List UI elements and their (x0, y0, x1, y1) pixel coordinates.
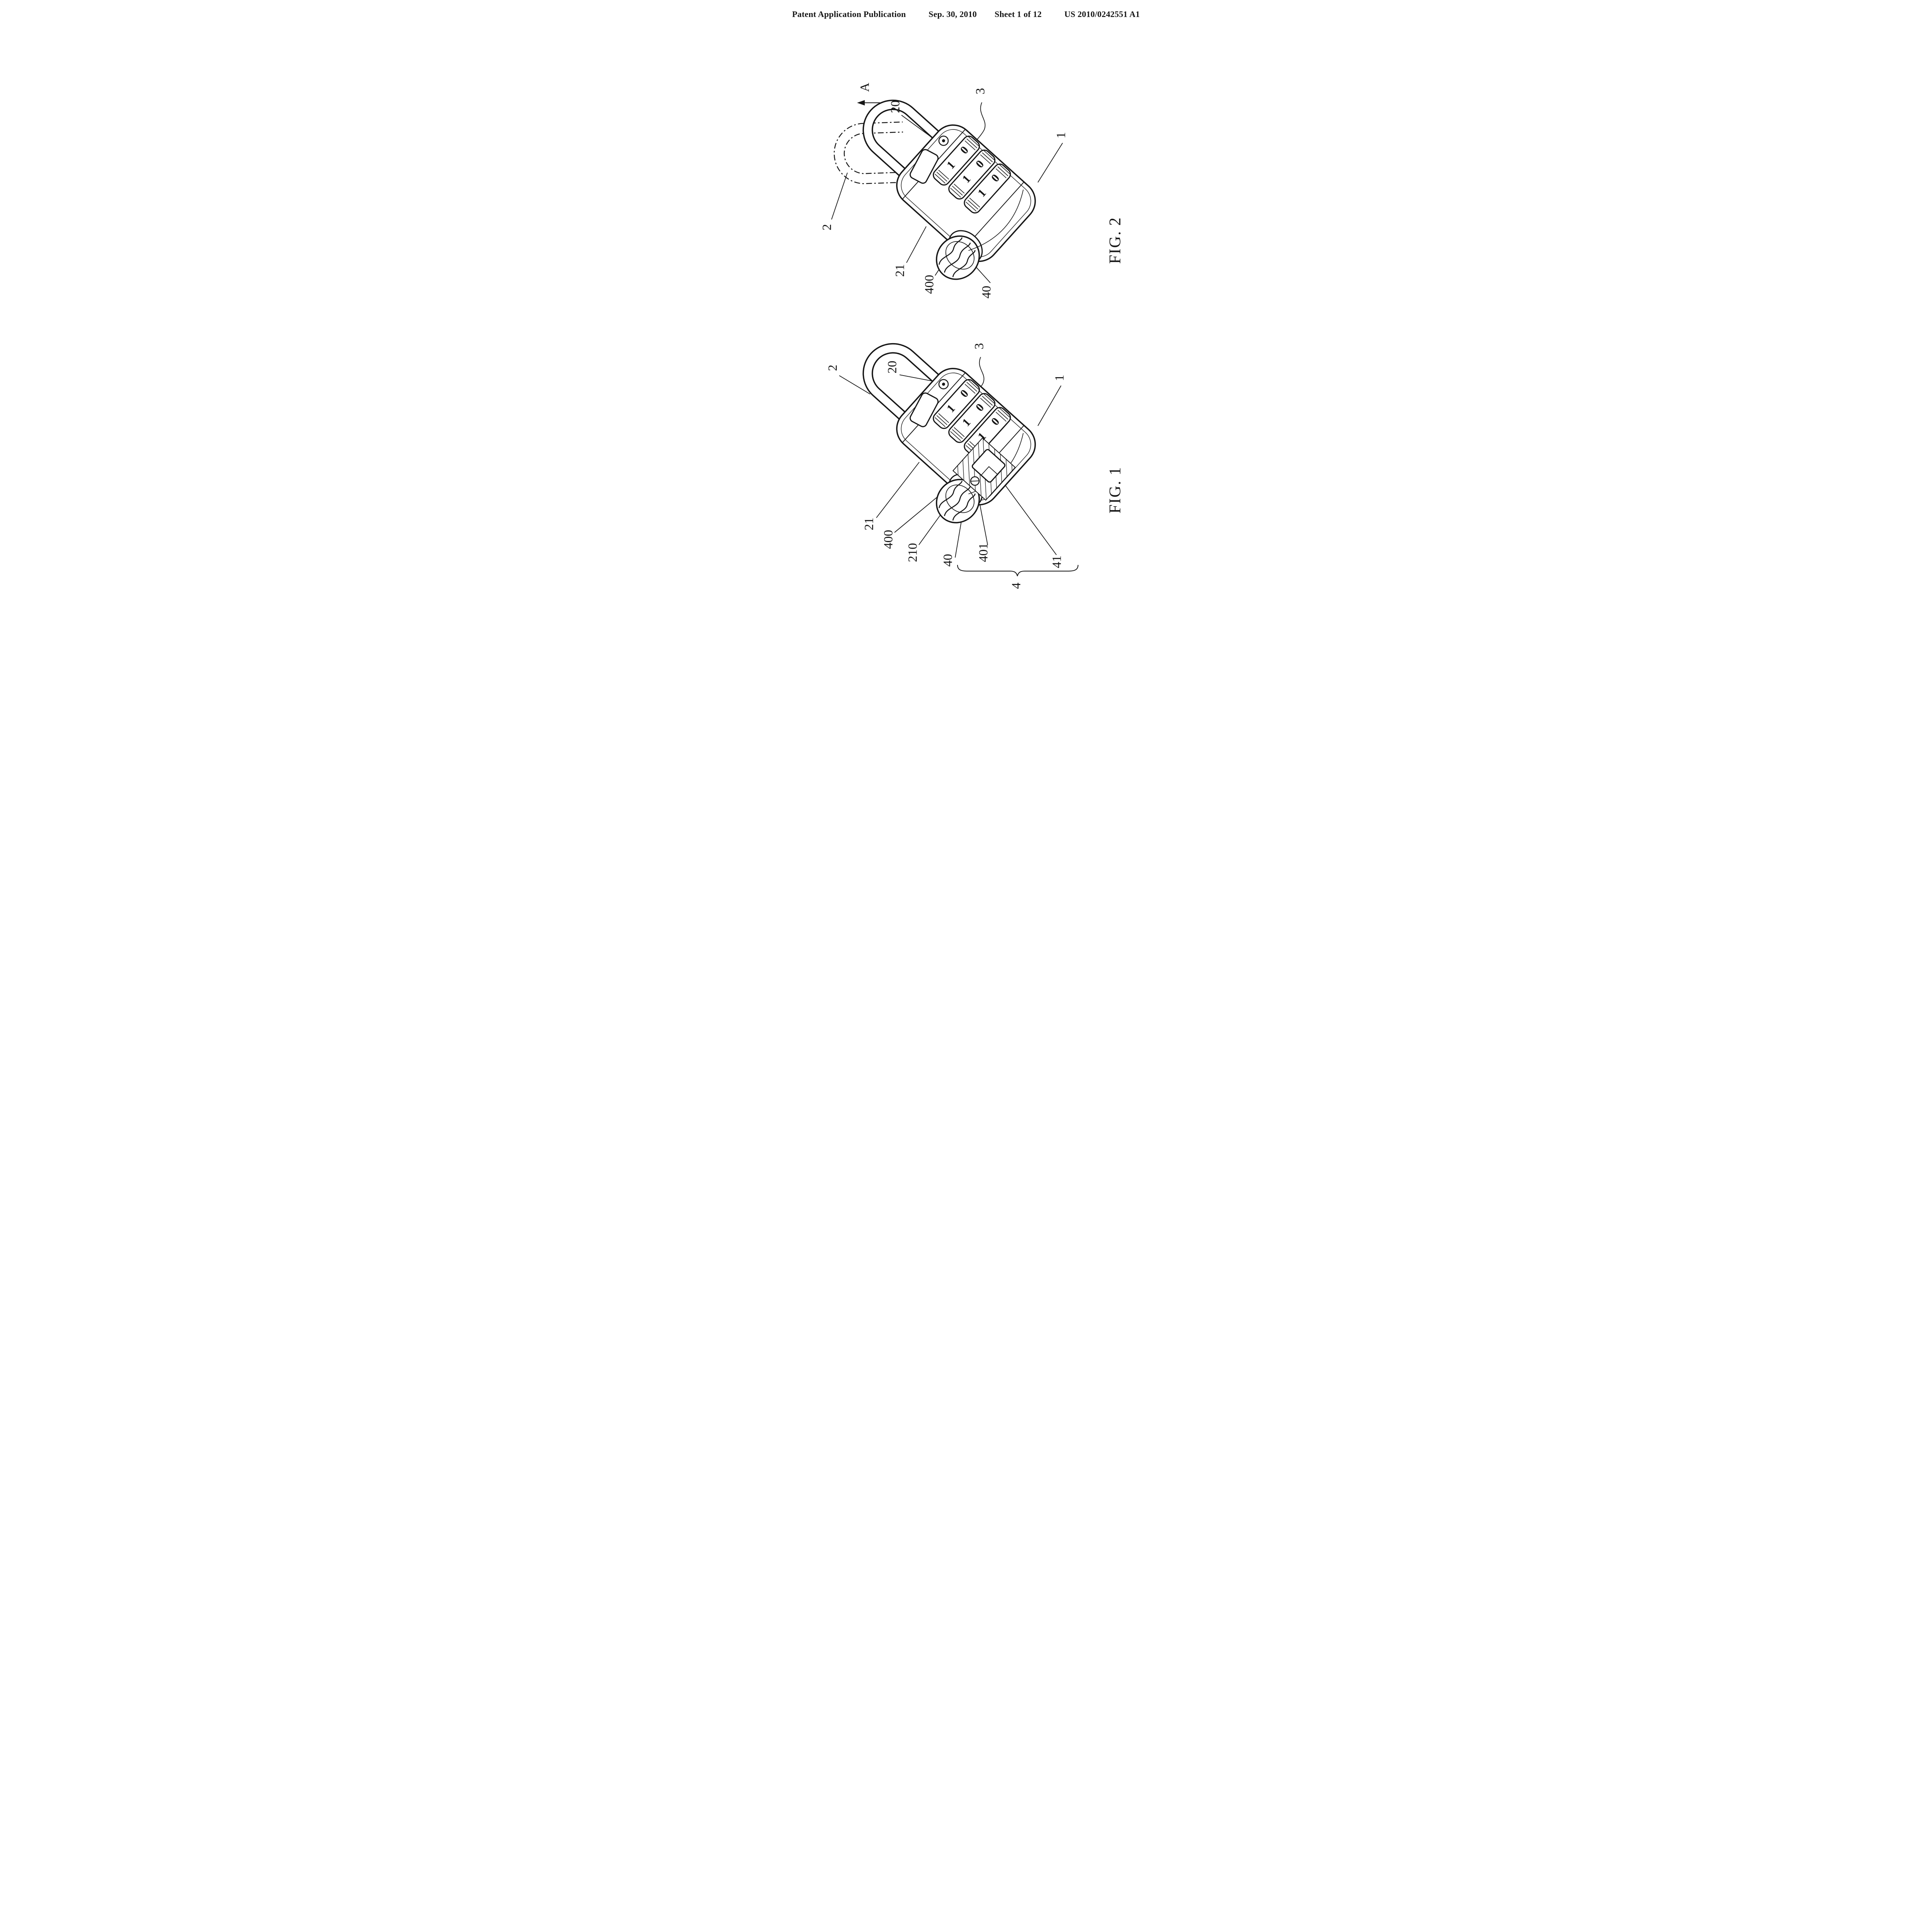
figure-2: 1 0 1 0 1 0 A 20 3 1 2 21 400 40 FIG. 2 (734, 66, 1198, 313)
sheet-number: Sheet 1 of 12 (995, 9, 1042, 19)
ref-20: 20 (886, 361, 900, 374)
ref-21: 21 (893, 264, 907, 277)
ref-1: 1 (1054, 132, 1068, 139)
padlock-fig1: 1 0 1 0 1 0 (825, 325, 1044, 534)
padlock-fig2: 1 0 1 0 1 0 (804, 66, 1043, 295)
patent-number: US 2010/0242551 A1 (1064, 9, 1140, 19)
fig2-drawing: 1 0 1 0 1 0 A 20 3 1 2 21 400 40 FIG. 2 (734, 66, 1198, 313)
fig1-drawing: 1 0 1 0 1 0 2 20 3 1 21 400 210 40 401 4… (734, 325, 1198, 595)
ref-section-A: A (858, 83, 872, 92)
ref-401: 401 (977, 543, 991, 562)
fig1-caption: FIG. 1 (1107, 466, 1124, 514)
fig2-caption: FIG. 2 (1107, 217, 1124, 264)
publication-title: Patent Application Publication (792, 9, 906, 19)
ref-1: 1 (1053, 375, 1067, 381)
publication-date: Sep. 30, 2010 (929, 9, 977, 19)
ref-3: 3 (973, 343, 986, 350)
ref-400: 400 (923, 275, 937, 294)
ref-2: 2 (820, 224, 834, 231)
ref-3: 3 (974, 88, 988, 95)
ref-20: 20 (889, 100, 903, 113)
ref-41: 41 (1050, 556, 1064, 568)
sheet-header: Patent Application Publication Sep. 30, … (792, 9, 1140, 19)
ref-40: 40 (980, 286, 994, 299)
ref-21: 21 (862, 518, 876, 531)
ref-40: 40 (941, 554, 955, 567)
figure-1: 1 0 1 0 1 0 2 20 3 1 21 400 210 40 401 4… (734, 325, 1198, 595)
ref-4: 4 (1010, 583, 1024, 589)
ref-210: 210 (906, 543, 920, 562)
ref-2: 2 (826, 365, 840, 371)
ref-400: 400 (882, 530, 896, 549)
patent-sheet: Patent Application Publication Sep. 30, … (734, 0, 1198, 598)
